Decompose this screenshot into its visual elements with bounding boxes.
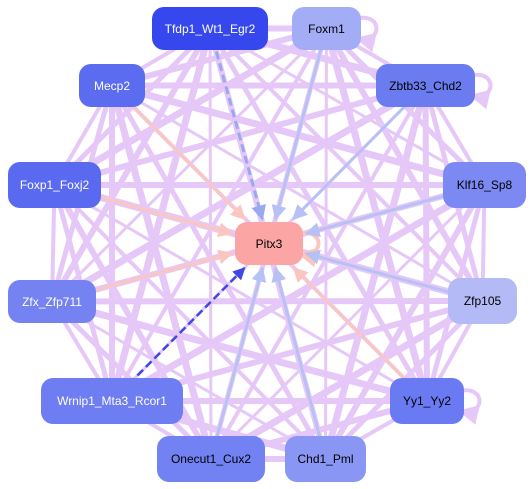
node-zbtb33-chd2[interactable]: Zbtb33_Chd2 (376, 64, 475, 107)
node-pitx3-hub[interactable]: Pitx3 (235, 222, 303, 265)
self-loop (469, 72, 493, 110)
mesh-edge (109, 83, 328, 462)
mesh-edge (207, 297, 486, 463)
node-tfdp1-wt1-egr2[interactable]: Tfdp1_Wt1_Egr2 (152, 7, 268, 50)
hub-edge-mecp2 (110, 84, 246, 221)
mesh-edge (53, 183, 429, 403)
self-loop (355, 15, 379, 53)
mesh-edge (110, 26, 329, 403)
hub-edge-chd1 (271, 266, 327, 460)
node-mecp2[interactable]: Mecp2 (79, 64, 145, 107)
mesh-edge (208, 27, 213, 461)
node-onecut1-cux2[interactable]: Onecut1_Cux2 (157, 436, 265, 482)
node-foxm1[interactable]: Foxm1 (292, 7, 361, 50)
node-zfx-zfp711[interactable]: Zfx_Zfp711 (8, 280, 96, 323)
hub-edge-foxm1 (271, 28, 328, 221)
hub-edge-tfdp1 (208, 28, 266, 221)
mesh-edge (110, 84, 484, 303)
mesh-edge (209, 83, 428, 461)
hub-edge-onecut1 (209, 266, 267, 460)
hub-edge-zbtb33 (292, 84, 427, 221)
mesh-edge (207, 26, 430, 404)
mesh-edge (324, 27, 328, 461)
mesh-edge (48, 82, 429, 305)
node-klf16-sp8[interactable]: Klf16_Sp8 (443, 162, 526, 208)
mesh-edge (49, 298, 486, 305)
node-yy1-yy2[interactable]: Yy1_Yy2 (390, 378, 464, 424)
node-zfp105[interactable]: Zfp105 (448, 278, 517, 324)
node-foxp1-foxj2[interactable]: Foxp1_Foxj2 (8, 162, 101, 208)
node-wrnip1-mta3-rcor1[interactable]: Wrnip1_Mta3_Rcor1 (41, 378, 183, 424)
mesh-edge (108, 181, 488, 405)
node-chd1-pml[interactable]: Chd1_Pml (285, 436, 366, 482)
self-loop (458, 388, 482, 425)
